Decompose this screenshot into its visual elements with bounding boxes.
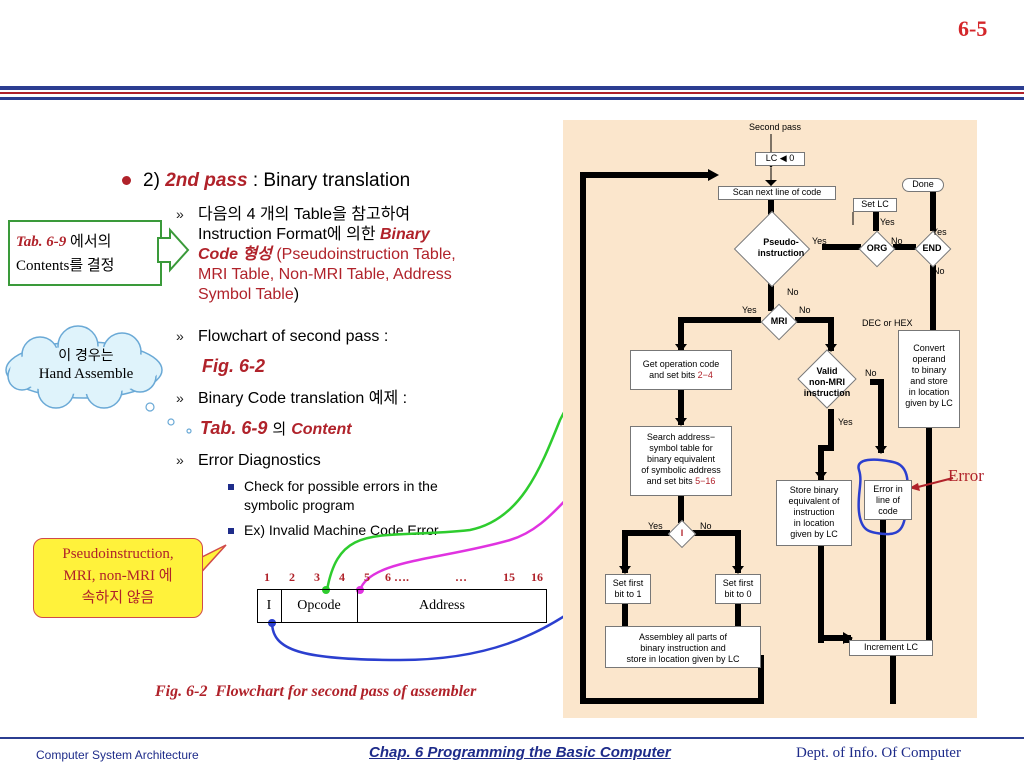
- error-item-1: Check for possible errors in the symboli…: [228, 477, 508, 515]
- field-address: Address: [419, 598, 465, 613]
- figure-caption: Fig. 6-2 Flowchart for second pass of as…: [155, 683, 477, 700]
- fc-valid-label: Valid non-MRI instruction: [803, 366, 851, 398]
- fc-start: Second pass: [749, 122, 802, 132]
- fc-mri-label: MRI: [770, 316, 788, 326]
- magenta-dot-icon: [356, 586, 364, 594]
- fc-convert: Convert operand to binary and store in l…: [898, 330, 960, 428]
- error-highlight: [857, 458, 910, 536]
- blue-dot-icon: [268, 619, 276, 627]
- fc-dec-hex: DEC or HEX: [862, 318, 913, 328]
- square-bullet-icon: [228, 528, 234, 535]
- flowchart-lines: [580, 134, 954, 704]
- footer-rule: [0, 737, 1024, 739]
- sub-bullet-errors: »Error Diagnostics: [176, 452, 321, 469]
- bullet-dot-icon: [122, 176, 131, 186]
- sub-bullet-flowchart: »Flowchart of second pass :: [176, 328, 389, 345]
- green-dot-icon: [322, 586, 330, 594]
- fc-set-first-1: Set first bit to 1: [605, 574, 651, 604]
- footer-center: Chap. 6 Programming the Basic Computer: [369, 744, 671, 761]
- footer-right: Dept. of Info. Of Computer: [796, 745, 961, 761]
- main-title: 2nd pass: [165, 170, 248, 191]
- fc-store-binary: Store binary equivalent of instruction i…: [776, 480, 852, 546]
- footer-left: Computer System Architecture: [36, 748, 199, 762]
- fc-increment: Increment LC: [849, 640, 933, 656]
- sub-bullet-tables: »다음의 4 개의 Table을 참고하여 Instruction Format…: [176, 206, 456, 303]
- main-bullet: 2) 2nd pass : Binary translation: [122, 170, 410, 192]
- fc-get-op: Get operation code and set bits 2−4: [630, 350, 732, 390]
- cloud-text: 이 경우는 Hand Assemble: [38, 347, 134, 382]
- fc-scan: Scan next line of code: [718, 186, 836, 200]
- sub-bullet-translation: »Binary Code translation 예제 :: [176, 390, 408, 407]
- tab-reference: Tab. 6-9 의 Content: [200, 418, 352, 438]
- format-box: [257, 589, 547, 623]
- fc-end-label: END: [922, 243, 942, 253]
- page-number: 6-5: [958, 16, 988, 41]
- header-rule-red: [0, 92, 1024, 94]
- header-rule-bottom: [0, 97, 1024, 100]
- fig-reference: Fig. 6-2: [202, 356, 266, 376]
- field-opcode: Opcode: [297, 598, 341, 613]
- callout-arrow-icon: [157, 227, 190, 273]
- fc-set-lc: Set LC: [853, 198, 897, 212]
- fc-org-label: ORG: [866, 243, 888, 253]
- fc-search: Search address− symbol table for binary …: [630, 426, 732, 496]
- square-bullet-icon: [228, 484, 234, 491]
- callout-tab-contents: Tab. 6-9 에서의 Contents를 결정: [8, 220, 162, 286]
- fc-error-label: Error: [948, 466, 984, 485]
- blue-connector: [270, 589, 601, 662]
- fc-done: Done: [902, 178, 944, 192]
- fc-set-first-0: Set first bit to 0: [715, 574, 761, 604]
- field-i: I: [266, 598, 272, 613]
- fc-error-line: Error in line of code: [864, 480, 912, 520]
- fc-init: LC ◀ 0: [755, 152, 805, 166]
- fc-assemble: Assembley all parts of binary instructio…: [605, 626, 761, 668]
- callout-pseudo: Pseudoinstruction, MRI, non-MRI 에 속하지 않음: [33, 538, 203, 618]
- header-rule-top: [0, 86, 1024, 90]
- fc-i-label: I: [680, 528, 684, 538]
- fc-pseudo-label: Pseudo- instruction: [757, 237, 805, 258]
